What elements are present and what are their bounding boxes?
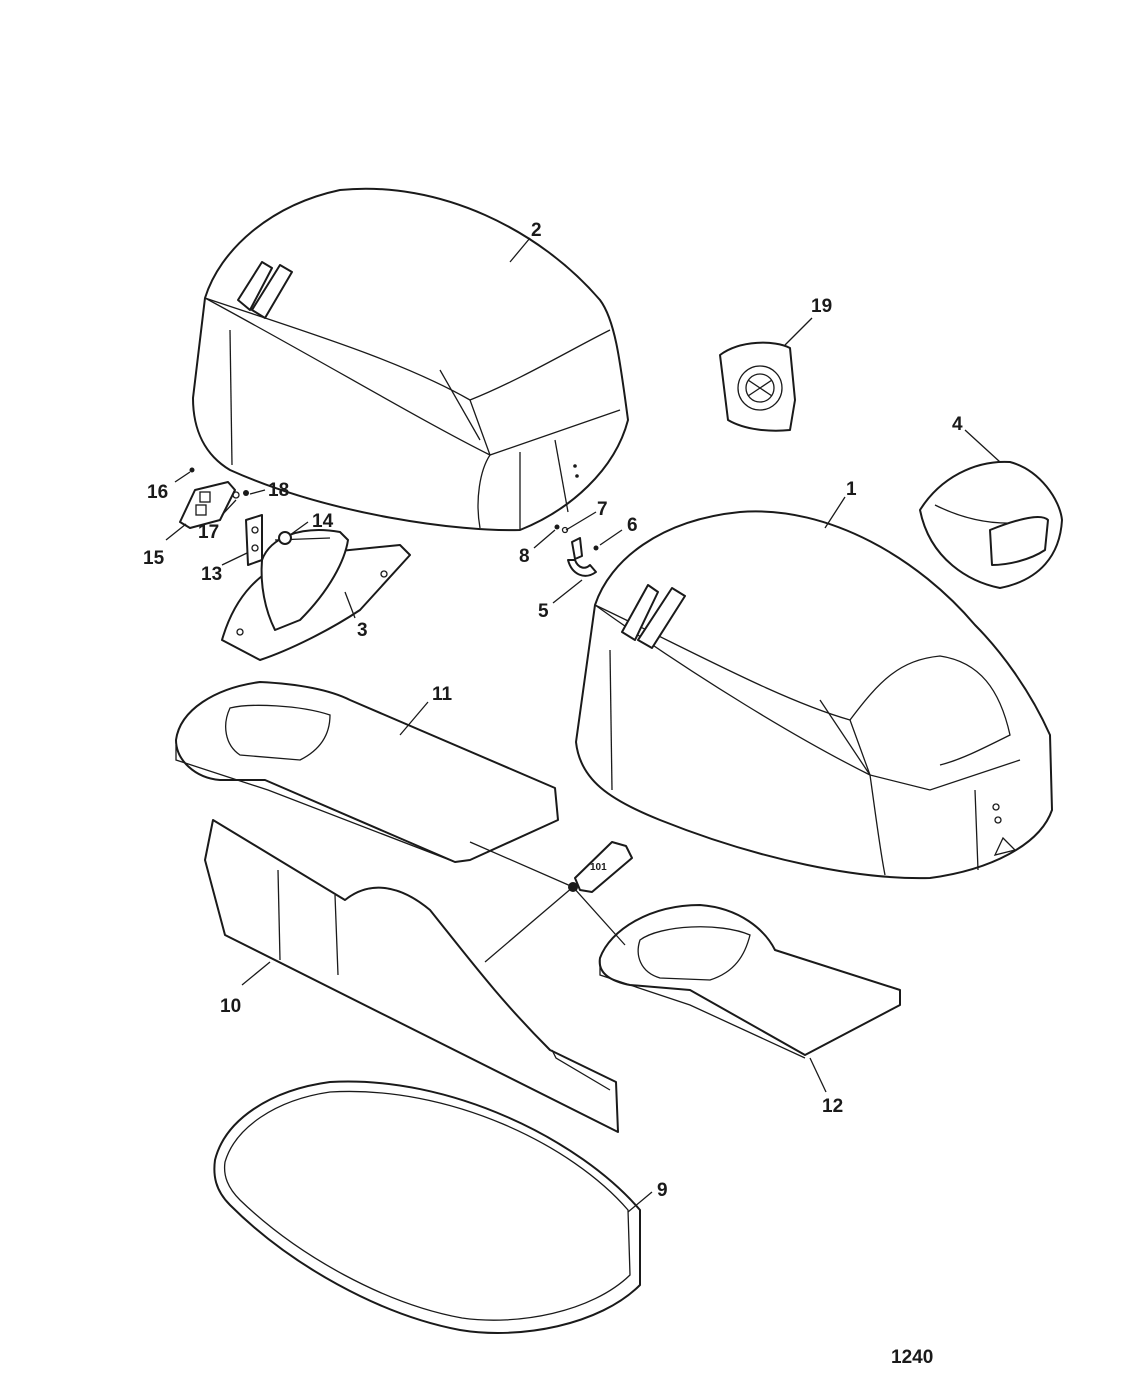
clip-part-5 bbox=[567, 559, 597, 577]
callout-labels: 2 1 19 4 3 11 10 12 9 5 6 7 8 15 13 14 1… bbox=[143, 220, 963, 1201]
callout-17: 17 bbox=[198, 522, 219, 543]
latch-part-15 bbox=[179, 481, 236, 529]
figure-number: 1240 bbox=[891, 1347, 933, 1368]
decal-part-19 bbox=[719, 341, 796, 432]
callout-15: 15 bbox=[143, 548, 165, 569]
seal-part-10 bbox=[204, 819, 619, 1133]
hardware-parts bbox=[179, 467, 599, 577]
callout-12: 12 bbox=[822, 1096, 843, 1117]
callout-7: 7 bbox=[597, 499, 608, 520]
washer-part-7 bbox=[561, 526, 569, 534]
tube-label: 101 bbox=[590, 862, 607, 873]
bracket-part-3 bbox=[221, 529, 411, 661]
callout-11: 11 bbox=[432, 684, 453, 705]
callout-18: 18 bbox=[268, 480, 289, 501]
vent-cap-part-4 bbox=[919, 460, 1063, 589]
washer-part-17 bbox=[232, 491, 240, 499]
lubricant-tube-101: 101 bbox=[568, 841, 633, 893]
screw-part-6 bbox=[593, 545, 599, 551]
callout-2: 2 bbox=[531, 220, 542, 241]
callout-5: 5 bbox=[538, 601, 549, 622]
callout-3: 3 bbox=[357, 620, 368, 641]
bolt-part-14 bbox=[278, 531, 292, 545]
callout-9: 9 bbox=[657, 1180, 668, 1201]
callout-6: 6 bbox=[627, 515, 638, 536]
nut-part-18 bbox=[243, 490, 249, 496]
nut-part-8 bbox=[554, 524, 560, 530]
gasket-part-9 bbox=[213, 1080, 641, 1334]
callout-10: 10 bbox=[220, 996, 241, 1017]
callout-16: 16 bbox=[147, 482, 168, 503]
seal-plate-part-11 bbox=[175, 681, 559, 863]
top-cowl-part-2 bbox=[192, 187, 629, 532]
screw-part-16 bbox=[189, 467, 195, 473]
callout-1: 1 bbox=[846, 479, 857, 500]
plate-part-13 bbox=[245, 514, 263, 566]
callout-4: 4 bbox=[952, 414, 963, 435]
callout-8: 8 bbox=[519, 546, 530, 567]
callout-13: 13 bbox=[201, 564, 222, 585]
callout-19: 19 bbox=[811, 296, 832, 317]
top-cowl-part-1 bbox=[575, 510, 1053, 880]
callout-14: 14 bbox=[312, 511, 334, 532]
leader-lines bbox=[165, 237, 1001, 1213]
seal-plate-part-12 bbox=[598, 904, 901, 1059]
